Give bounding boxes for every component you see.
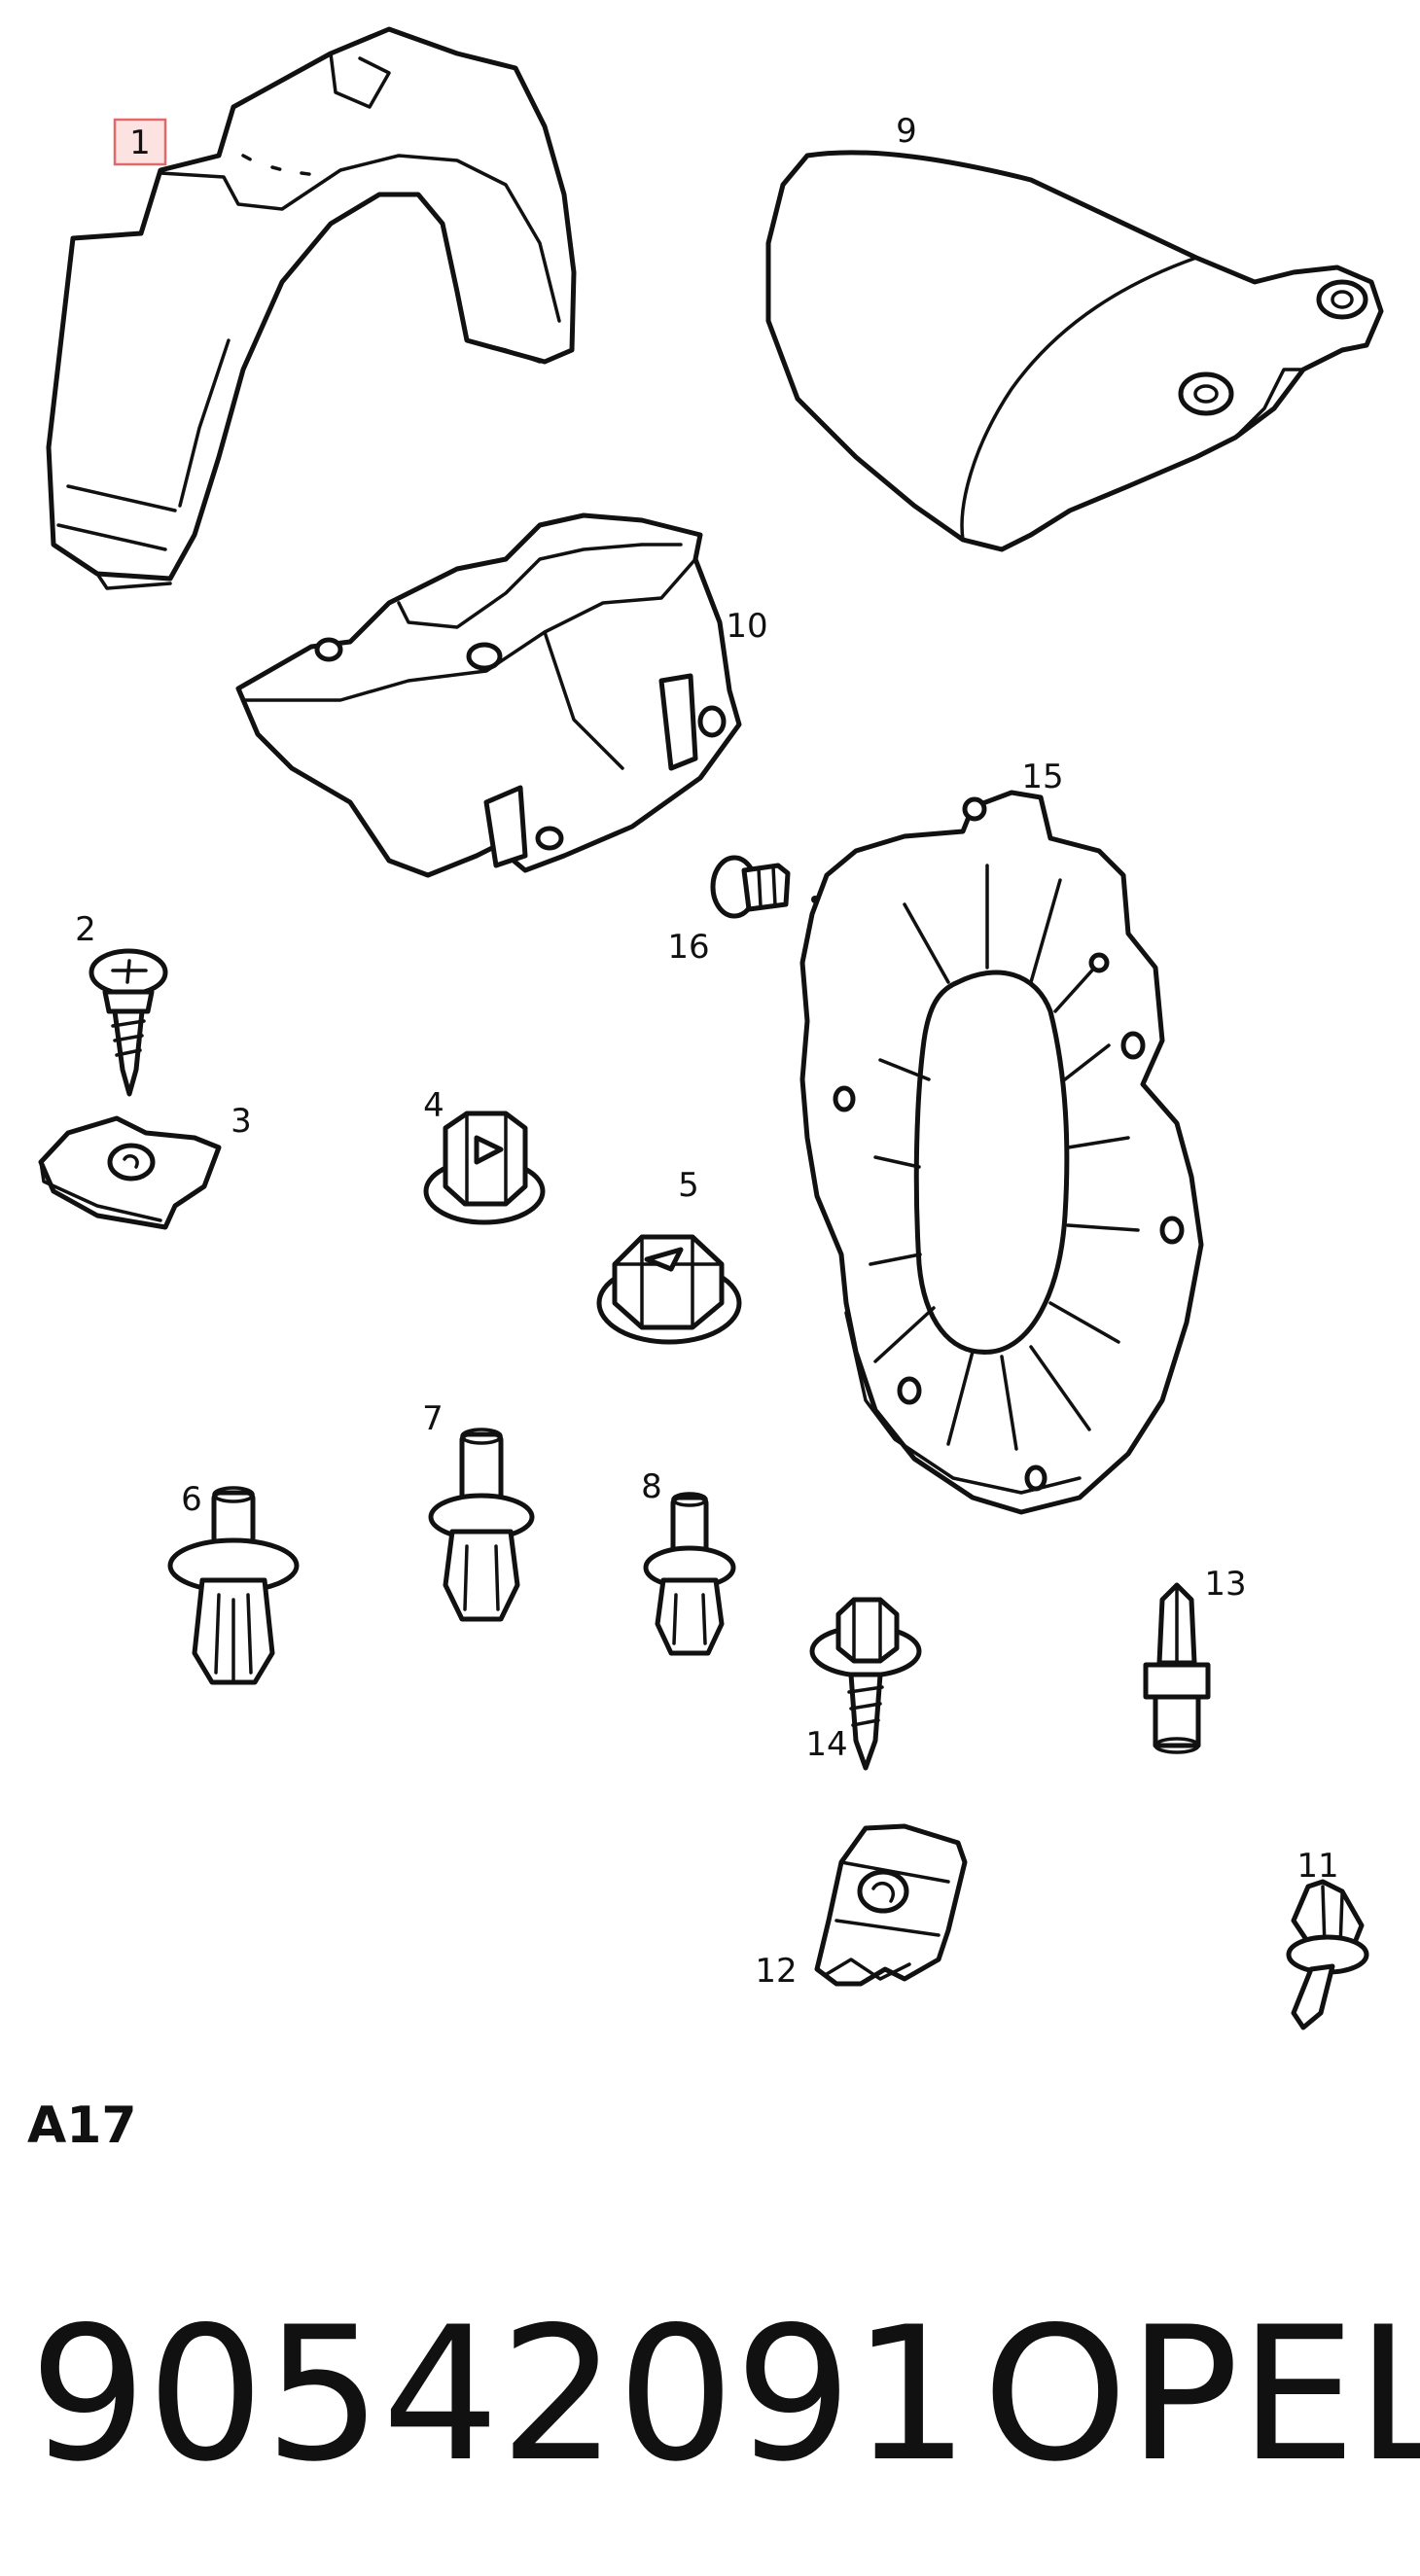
- callout-8[interactable]: 8: [641, 1467, 662, 1506]
- callout-11[interactable]: 11: [1296, 1847, 1338, 1886]
- part-2-screw[interactable]: [89, 948, 168, 1097]
- callout-15[interactable]: 15: [1021, 758, 1063, 796]
- callout-5[interactable]: 5: [678, 1166, 699, 1205]
- brand-name: OPEL: [982, 2287, 1420, 2502]
- callout-9[interactable]: 9: [896, 112, 917, 151]
- part-number: 90542091: [29, 2287, 970, 2502]
- callout-4[interactable]: 4: [423, 1086, 444, 1125]
- part-15-mounting-plate[interactable]: [799, 790, 1204, 1515]
- part-3-speed-nut[interactable]: [38, 1115, 222, 1230]
- callout-6[interactable]: 6: [181, 1480, 202, 1519]
- callout-16[interactable]: 16: [667, 928, 709, 967]
- callout-12[interactable]: 12: [755, 1952, 797, 1991]
- part-12-u-nut[interactable]: [814, 1823, 968, 1987]
- part-5-flange-nut[interactable]: [596, 1234, 742, 1345]
- part-6-clip[interactable]: [167, 1486, 300, 1685]
- callout-10[interactable]: 10: [726, 607, 767, 646]
- section-code: A17: [27, 2097, 137, 2155]
- callout-1-group[interactable]: 1: [113, 118, 167, 166]
- part-8-clip[interactable]: [643, 1492, 736, 1656]
- callout-2[interactable]: 2: [75, 910, 96, 949]
- part-13-push-pin[interactable]: [1143, 1582, 1211, 1754]
- part-1-wheel-arch-liner[interactable]: [46, 26, 577, 590]
- callout-7[interactable]: 7: [422, 1399, 444, 1438]
- part-16-push-rivet[interactable]: [710, 855, 791, 919]
- part-4-nut[interactable]: [423, 1111, 546, 1225]
- callout-1[interactable]: 1: [129, 124, 151, 162]
- callout-1-highlight-box: [113, 118, 167, 166]
- part-9-heat-shield[interactable]: [765, 150, 1384, 552]
- part-11-expansion-rivet[interactable]: [1286, 1879, 1369, 2030]
- callout-14[interactable]: 14: [805, 1725, 847, 1764]
- callout-3[interactable]: 3: [231, 1102, 252, 1141]
- part-14-bolt[interactable]: [809, 1597, 922, 1771]
- part-10-tunnel-shield[interactable]: [235, 512, 742, 878]
- callout-13[interactable]: 13: [1204, 1565, 1246, 1604]
- part-7-clip[interactable]: [428, 1428, 535, 1622]
